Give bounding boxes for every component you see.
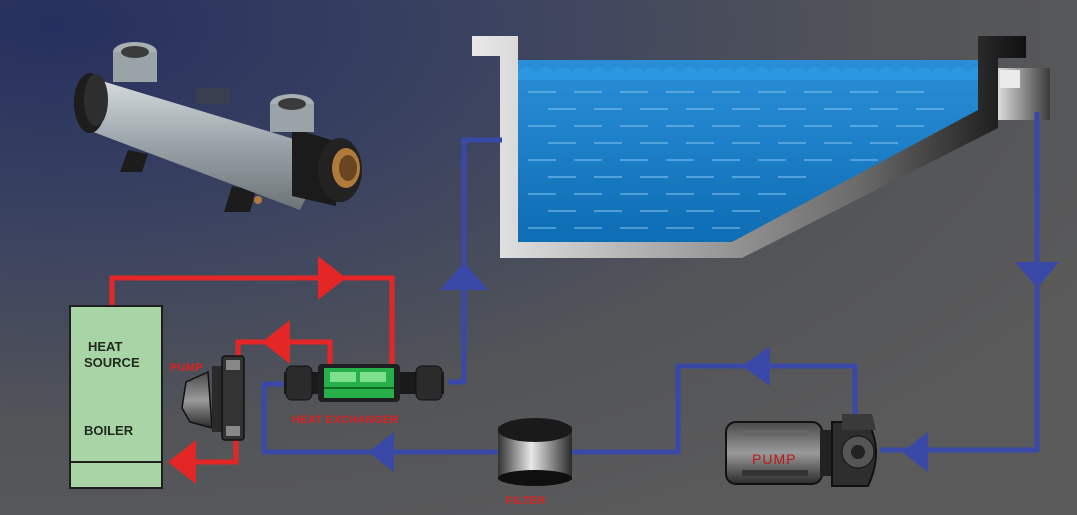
- flow-arrow-icon: [902, 432, 928, 472]
- boiler-label: BOILER: [84, 423, 134, 438]
- heat-exchanger-label: HEAT EXCHANGER: [292, 414, 399, 426]
- heat-exchanger-photo: [74, 42, 362, 212]
- pool-wall: [472, 36, 1026, 258]
- pool-flow-arrows: [368, 262, 1059, 472]
- flow-arrow-icon: [742, 346, 770, 386]
- heat-source-label-line2: SOURCE: [84, 355, 140, 370]
- small-pump-label: PUMP: [170, 362, 203, 374]
- flow-arrow-icon: [440, 262, 488, 290]
- circulator-pump-icon: [181, 355, 245, 441]
- hot-flow-arrows: [168, 256, 346, 484]
- pool-tank: [472, 36, 1050, 258]
- filter-tank-icon: [498, 418, 572, 486]
- water-ripples: [528, 91, 944, 229]
- main-pump-label: PUMP: [752, 451, 797, 467]
- flow-arrow-icon: [168, 440, 196, 484]
- boiler-box: [69, 305, 163, 489]
- flow-arrow-icon: [318, 256, 346, 300]
- pool-pump-icon: [725, 414, 877, 487]
- water-surface: [518, 67, 986, 80]
- flow-arrow-icon: [262, 320, 290, 364]
- heat-source-label-line1: HEAT: [88, 339, 123, 354]
- pool-water: [518, 60, 978, 242]
- filter-label: FILTER: [506, 495, 546, 507]
- flow-arrow-icon: [1015, 262, 1059, 288]
- heat-exchanger-icon: [284, 364, 444, 402]
- flow-arrow-icon: [368, 432, 394, 472]
